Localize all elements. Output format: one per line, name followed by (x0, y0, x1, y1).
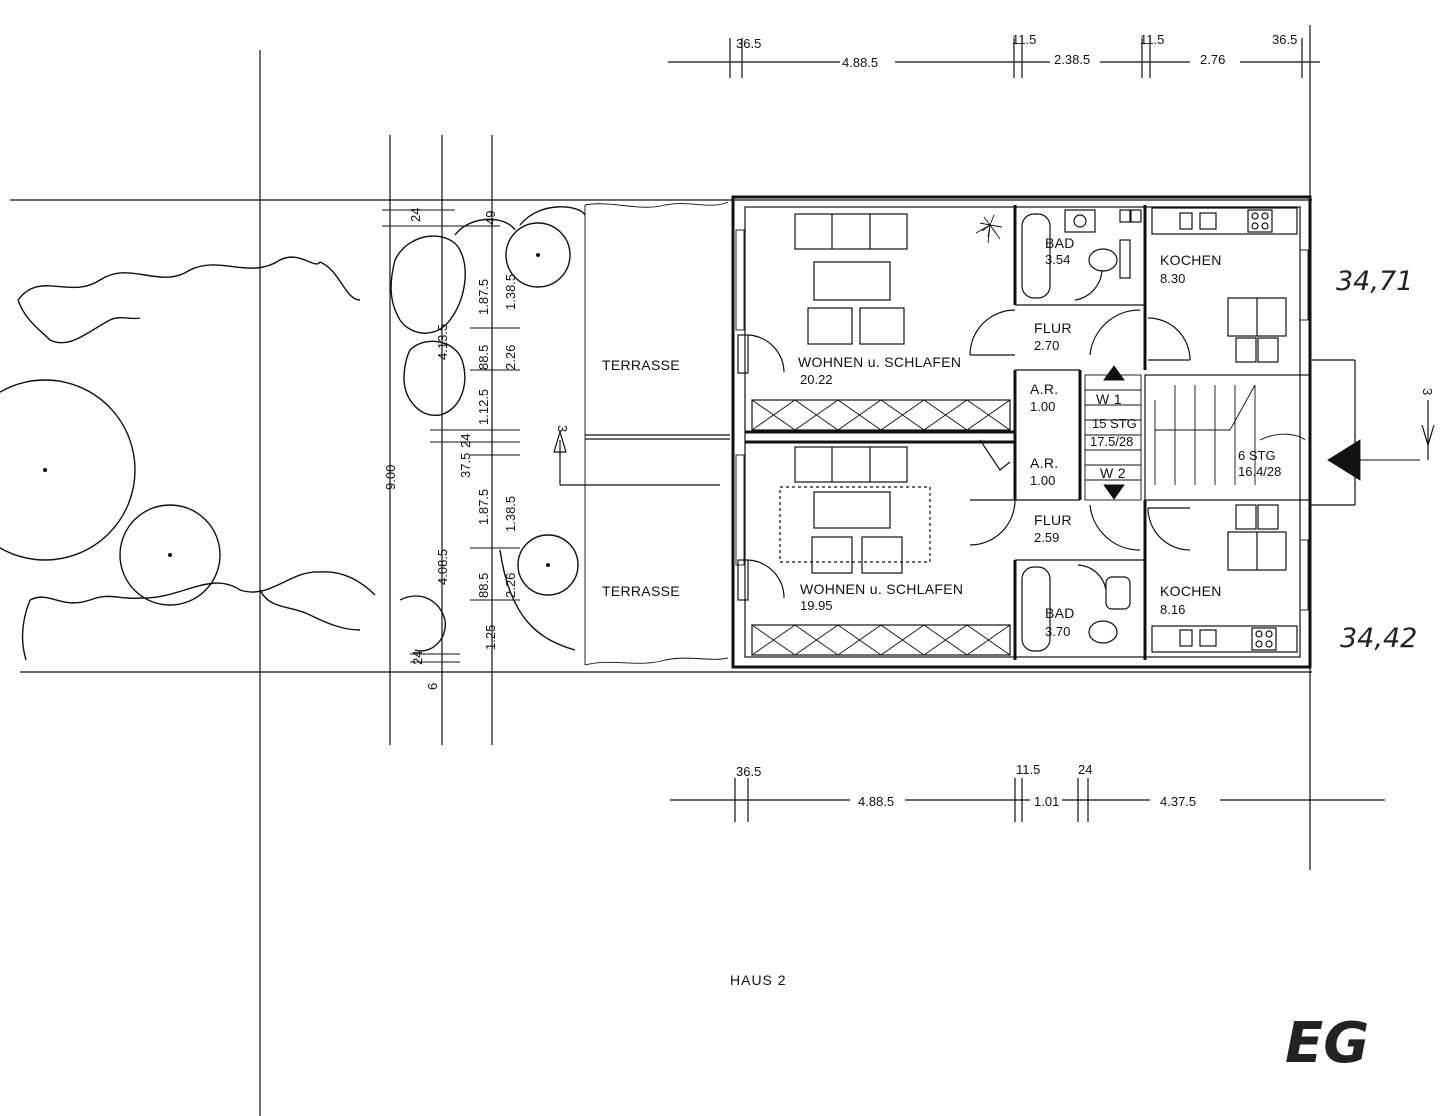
dim-left-col2-d: 1.12.5 (476, 389, 491, 425)
axis-lines (10, 25, 1312, 1116)
dim-top-wall-2: 11.5 (1012, 32, 1036, 47)
house-label: HAUS 2 (730, 972, 787, 988)
dim-left-col2-e: 24 (458, 434, 473, 448)
living-bottom-area: 19.95 (800, 598, 833, 613)
living-top-label: WOHNEN u. SCHLAFEN (798, 354, 961, 370)
stair-inner-rise: 17.5/28 (1090, 434, 1133, 449)
dim-left-col2-h: 88.5 (476, 573, 491, 598)
kitchen-bottom-label: KOCHEN (1160, 583, 1222, 599)
stair-outer (1154, 384, 1420, 485)
room-labels: WOHNEN u. SCHLAFEN 20.22 WOHNEN u. SCHLA… (798, 235, 1281, 639)
tree-medium (119, 504, 221, 606)
hall-bottom-label: FLUR (1034, 512, 1072, 528)
bath-top-fixtures (1021, 209, 1142, 301)
dim-left-col2-g: 1.87.5 (476, 489, 491, 525)
dim-left-col3-b: 1.38.5 (503, 274, 518, 310)
dim-left-col2-j: 6 (425, 683, 440, 690)
storage-bottom-label: A.R. (1030, 455, 1058, 471)
tree-small-top (505, 222, 571, 288)
tree-large (0, 379, 136, 561)
hall-bottom-area: 2.59 (1034, 530, 1059, 545)
dim-bottom-wall-1: 36.5 (736, 764, 761, 779)
furniture-living-bottom (737, 446, 931, 601)
elevation-top: 34,71 (1336, 266, 1413, 297)
dim-left-col2-a: 24 (408, 208, 423, 222)
kitchen-top-area: 8.30 (1160, 271, 1185, 286)
elevation-bottom: 34,42 (1340, 623, 1417, 654)
garden-hedge (17, 256, 376, 661)
dim-bottom-room-1: 4.88.5 (858, 794, 894, 809)
hall-top-label: FLUR (1034, 320, 1072, 336)
dim-top-wall-4: 36.5 (1272, 32, 1297, 47)
windows (735, 229, 1309, 611)
dim-left-col2-f: 37.5 (458, 453, 473, 478)
dim-top-room-2: 2.38.5 (1054, 52, 1090, 67)
dim-left-col1-top: 4.13.5 (435, 324, 450, 360)
living-bottom-label: WOHNEN u. SCHLAFEN (800, 581, 963, 597)
bath-top-label: BAD (1045, 235, 1075, 251)
dim-top-room-3: 2.76 (1200, 52, 1225, 67)
bottom-dimension-chain: 36.5 4.88.5 11.5 1.01 24 4.37.5 (670, 762, 1385, 822)
stair-outer-label: 6 STG (1238, 448, 1276, 463)
apartment-2-label: W 2 (1100, 465, 1126, 481)
dim-left-overall: 9.00 (383, 465, 398, 490)
stair-outer-rise: 16.4/28 (1238, 464, 1281, 479)
dim-top-wall-3: 11.5 (1140, 32, 1164, 47)
wardrobe-strips (751, 399, 1011, 656)
top-dimension-chain: 36.5 4.88.5 11.5 2.38.5 11.5 2.76 36.5 (668, 32, 1320, 78)
left-dimensions: 9.00 4.13.5 4.08.5 24 1.87.5 88.5 1.12.5… (382, 208, 520, 690)
dim-left-col2-i: 24 (410, 651, 425, 665)
dim-left-col3-a: 49 (483, 211, 498, 225)
storage-top-label: A.R. (1030, 381, 1058, 397)
apartment-1-label: W 1 (1096, 391, 1122, 407)
section-mark-right: 3 (1420, 388, 1435, 395)
furniture-living-top (737, 213, 908, 374)
tree-small-bottom (517, 534, 579, 596)
dim-left-col1-bottom: 4.08.5 (435, 549, 450, 585)
dim-top-wall-1: 36.5 (736, 36, 761, 51)
dim-top-room-1: 4.88.5 (842, 55, 878, 70)
annotations: 34,71 34,42 HAUS 2 EG (730, 266, 1417, 1076)
bath-bottom-label: BAD (1045, 605, 1075, 621)
bath-bottom-fixtures (1021, 564, 1131, 652)
building-walls (731, 195, 1356, 669)
stair-inner (1084, 365, 1142, 501)
dim-bottom-wall-2: 11.5 (1016, 762, 1040, 777)
stair-inner-label: 15 STG (1092, 416, 1137, 431)
hall-top-area: 2.70 (1034, 338, 1059, 353)
dim-left-col3-f: 1.25 (483, 625, 498, 650)
garden-trees (0, 206, 586, 652)
bath-top-area: 3.54 (1045, 252, 1070, 267)
terrace-top-label: TERRASSE (602, 357, 680, 373)
section-arrow-right: 3 (1420, 388, 1435, 460)
terraces: TERRASSE TERRASSE (584, 201, 730, 666)
dim-left-col2-c: 88.5 (476, 345, 491, 370)
dim-left-col3-c: 2.26 (503, 345, 518, 370)
section-mark-left: 3 (555, 425, 570, 432)
dim-bottom-wall-3: 24 (1078, 762, 1092, 777)
storage-top-area: 1.00 (1030, 399, 1055, 414)
kitchen-top-label: KOCHEN (1160, 252, 1222, 268)
bath-bottom-area: 3.70 (1045, 624, 1070, 639)
plant-icon (975, 214, 1003, 244)
hall-doors (969, 309, 1191, 551)
section-arrow-left: 3 (553, 425, 720, 486)
living-top-area: 20.22 (800, 372, 833, 387)
floor-label: EG (1285, 1011, 1369, 1076)
terrace-bottom-label: TERRASSE (602, 583, 680, 599)
dim-bottom-room-2: 1.01 (1034, 794, 1059, 809)
kitchen-top-fixtures (1151, 207, 1298, 363)
kitchen-bottom-area: 8.16 (1160, 602, 1185, 617)
dim-bottom-room-3: 4.37.5 (1160, 794, 1196, 809)
dim-left-col2-b: 1.87.5 (476, 279, 491, 315)
kitchen-bottom-fixtures (1151, 504, 1298, 653)
dim-left-col3-d: 1.38.5 (503, 496, 518, 532)
storage-bottom-area: 1.00 (1030, 473, 1055, 488)
